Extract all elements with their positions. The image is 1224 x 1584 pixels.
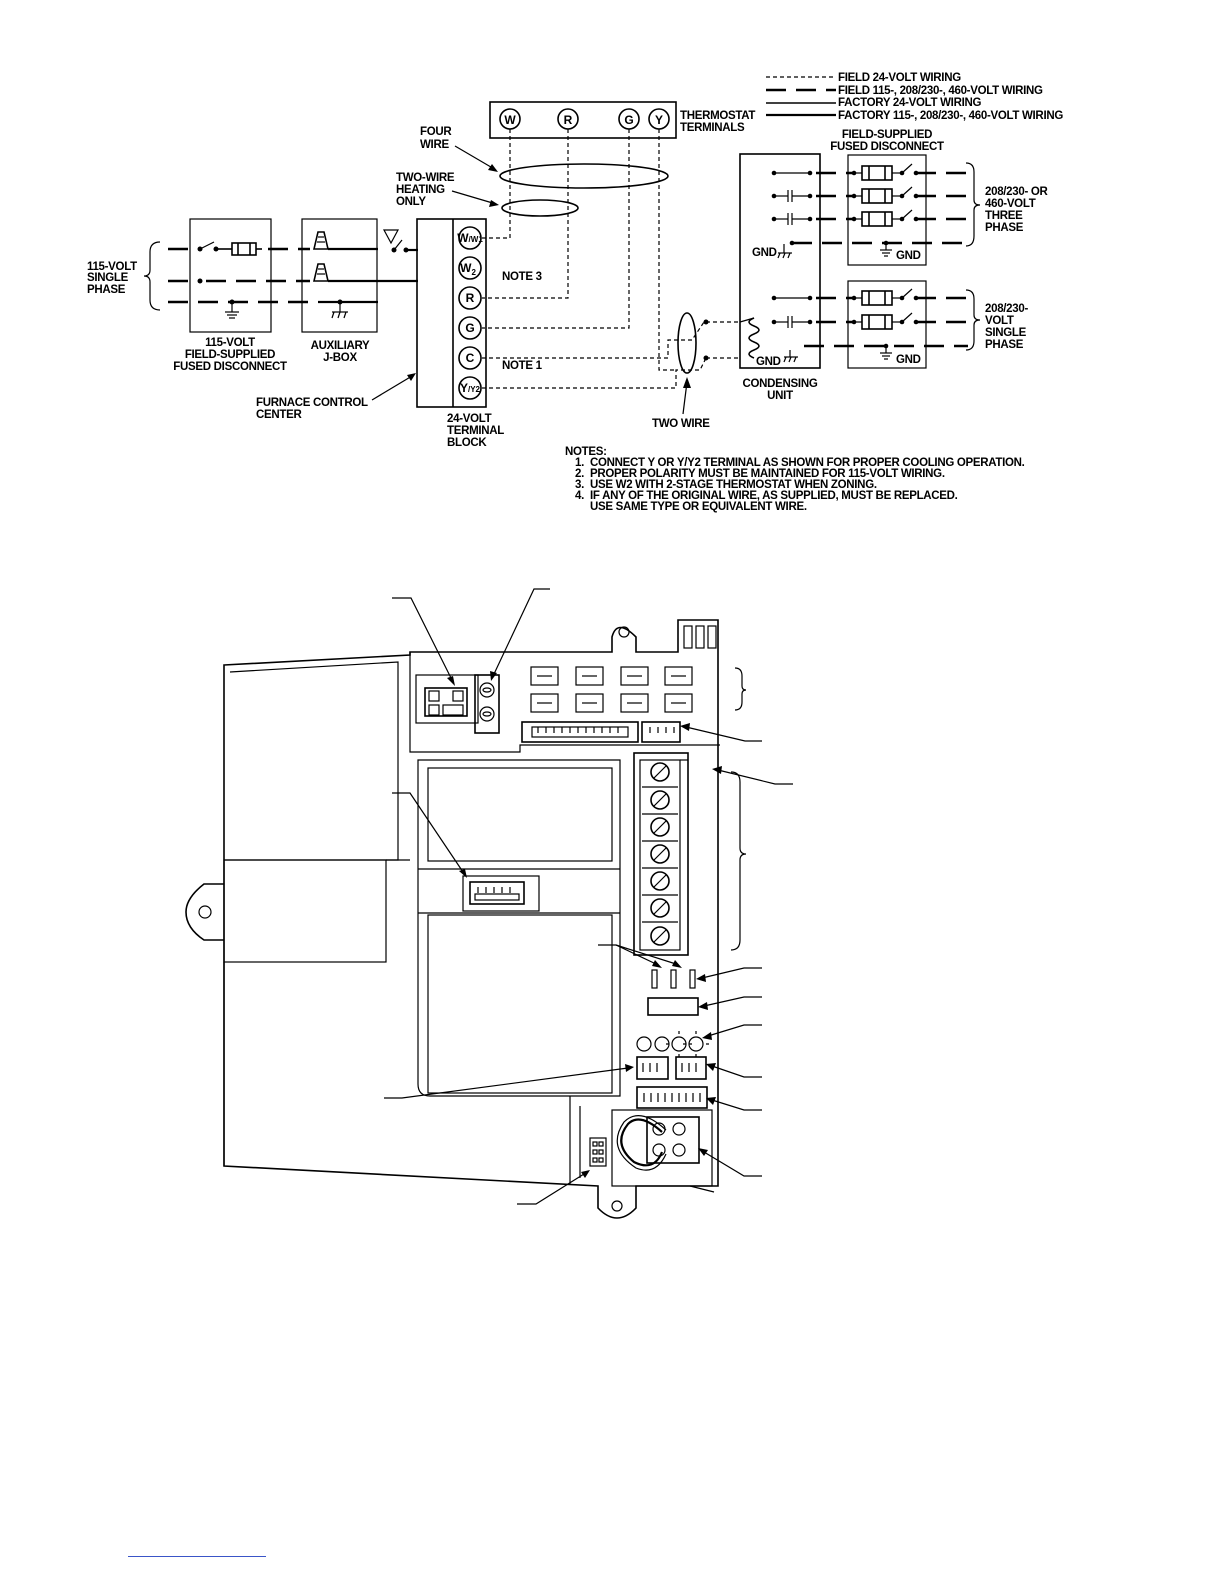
inducer-connector — [462, 875, 540, 912]
terminal-block-label-2: TERMINAL — [447, 425, 504, 437]
supply-115v: 115-VOLT SINGLE PHASE — [87, 241, 161, 311]
single-phase-label-3: SINGLE — [985, 327, 1027, 339]
two-wire-heating-label-2: HEATING — [396, 184, 445, 196]
note-4-text-2: USE SAME TYPE OR EQUIVALENT WIRE. — [590, 501, 807, 513]
terminal-r: R — [458, 286, 482, 310]
svg-text:R: R — [466, 291, 475, 305]
svg-text:W/W1: W/W1 — [457, 231, 483, 245]
svg-text:C: C — [466, 351, 475, 365]
notes: NOTES: 1. CONNECT Y OR Y/Y2 TERMINAL AS … — [565, 446, 1025, 513]
power-connector — [415, 674, 500, 734]
note-4-text: IF ANY OF THE ORIGINAL WIRE, AS SUPPLIED… — [590, 490, 958, 502]
screw-terminal-strip — [633, 752, 747, 956]
note-1-text: CONNECT Y OR Y/Y2 TERMINAL AS SHOWN FOR … — [590, 457, 1025, 469]
terminal-block: W/W1 W2 R G C Y/Y2 24-VOLT TERMINAL BLOC… — [416, 218, 505, 449]
two-wire-heating-label-3: ONLY — [396, 196, 426, 208]
jbox-label: AUXILIARY — [311, 340, 370, 352]
disconnect-single-phase: GND 208/230- VOLT SINGLE PHASE — [804, 280, 1029, 369]
legend-factory-hv: FACTORY 115-, 208/230-, 460-VOLT WIRING — [838, 110, 1063, 122]
header-connector — [521, 721, 681, 743]
supply-115v-label-2: SINGLE — [87, 272, 129, 284]
wiring-diagram: FIELD 24-VOLT WIRING FIELD 115-, 208/230… — [87, 72, 1064, 513]
three-phase-label-4: PHASE — [985, 222, 1024, 234]
terminal-c: C — [458, 346, 482, 370]
single-phase-label-2: VOLT — [985, 315, 1014, 327]
relay-bank — [530, 666, 747, 713]
board-components — [636, 969, 709, 1109]
thermostat-wiring: NOTE 3 NOTE 1 — [482, 129, 707, 389]
four-wire-label: FOUR — [420, 126, 452, 138]
note-3-text: USE W2 WITH 2-STAGE THERMOSTAT WHEN ZONI… — [590, 479, 877, 491]
three-phase-label-3: THREE — [985, 210, 1023, 222]
footnote-rule — [128, 1556, 266, 1557]
furnace-control-label-2: CENTER — [256, 409, 302, 421]
note-4-number: 4. — [575, 490, 584, 502]
legend-field-hv: FIELD 115-, 208/230-, 460-VOLT WIRING — [838, 85, 1043, 97]
three-phase-gnd-label: GND — [896, 250, 921, 262]
callout-leaders — [384, 588, 793, 1205]
two-wire-label: TWO WIRE — [652, 418, 710, 430]
disconnect-115v-label-2: FIELD-SUPPLIED — [185, 349, 275, 361]
auxiliary-jbox: AUXILIARY J-BOX — [301, 218, 418, 364]
legend: FIELD 24-VOLT WIRING FIELD 115-, 208/230… — [766, 72, 1064, 122]
terminal-block-label: 24-VOLT — [447, 413, 492, 425]
two-wire-heating-callout: TWO-WIRE HEATING ONLY — [396, 172, 579, 217]
two-wire-callout: TWO WIRE — [652, 312, 740, 430]
disconnect-115v-label: 115-VOLT — [205, 337, 255, 349]
single-phase-gnd-label: GND — [896, 354, 921, 366]
thermostat-label-2: TERMINALS — [680, 122, 745, 134]
jumper-connector — [589, 1109, 713, 1187]
three-phase-label-2: 460-VOLT — [985, 198, 1036, 210]
condensing-gnd-label: GND — [752, 247, 777, 259]
note-2-number: 2. — [575, 468, 584, 480]
note-2-text: PROPER POLARITY MUST BE MAINTAINED FOR 1… — [590, 468, 945, 480]
board-housing — [185, 619, 720, 1219]
three-phase-label: 208/230- OR — [985, 186, 1049, 198]
four-wire-callout: FOUR WIRE — [420, 126, 669, 189]
thermostat-terminal-g: G — [624, 113, 633, 127]
terminal-y-y2: Y/Y2 — [458, 376, 482, 400]
terminal-w2: W2 — [458, 256, 482, 280]
supply-115v-label-3: PHASE — [87, 284, 126, 296]
thermostat-terminal-r: R — [564, 113, 573, 127]
note-3-number: 3. — [575, 479, 584, 491]
thermostat-terminal-y: Y — [655, 113, 663, 127]
condensing-unit: GND GND CONDENSING UNIT — [739, 153, 821, 402]
terminal-w-w1: W/W1 — [457, 226, 483, 250]
furnace-control-callout: FURNACE CONTROL CENTER — [256, 373, 416, 421]
svg-text:Y/Y2: Y/Y2 — [460, 381, 481, 395]
two-wire-heating-label: TWO-WIRE — [396, 172, 455, 184]
thermostat-terminal-w: W — [504, 113, 516, 127]
field-disconnect-label: FIELD-SUPPLIED — [842, 129, 932, 141]
notes-title: NOTES: — [565, 446, 607, 458]
terminal-g: G — [458, 316, 482, 340]
svg-text:G: G — [465, 321, 474, 335]
legend-factory-24v: FACTORY 24-VOLT WIRING — [838, 97, 981, 109]
condensing-unit-label: CONDENSING — [743, 378, 818, 390]
svg-text:W2: W2 — [460, 261, 476, 277]
jbox-label-2: J-BOX — [323, 352, 357, 364]
note3-label: NOTE 3 — [502, 271, 542, 283]
single-phase-label-4: PHASE — [985, 339, 1024, 351]
single-phase-label: 208/230- — [985, 303, 1028, 315]
note1-label: NOTE 1 — [502, 360, 543, 372]
disconnect-three-phase: FIELD-SUPPLIED FUSED DISCONNECT GND 208/… — [789, 129, 1049, 266]
thermostat-label: THERMOSTAT — [680, 110, 755, 122]
legend-field-24v: FIELD 24-VOLT WIRING — [838, 72, 961, 84]
furnace-control-label: FURNACE CONTROL — [256, 397, 368, 409]
condensing-unit-label-2: UNIT — [767, 390, 793, 402]
disconnect-115v-label-3: FUSED DISCONNECT — [173, 361, 287, 373]
line-voltage-wiring: 115-VOLT FIELD-SUPPLIED FUSED DISCONNECT — [168, 218, 310, 373]
four-wire-label-2: WIRE — [420, 139, 449, 151]
condensing-gnd-label-2: GND — [756, 356, 781, 368]
note-1-number: 1. — [575, 457, 584, 469]
field-disconnect-label-2: FUSED DISCONNECT — [830, 141, 944, 153]
supply-115v-label: 115-VOLT — [87, 261, 137, 273]
terminal-block-label-3: BLOCK — [447, 437, 487, 449]
thermostat: W R G Y THERMOSTAT TERMINALS — [489, 101, 756, 139]
